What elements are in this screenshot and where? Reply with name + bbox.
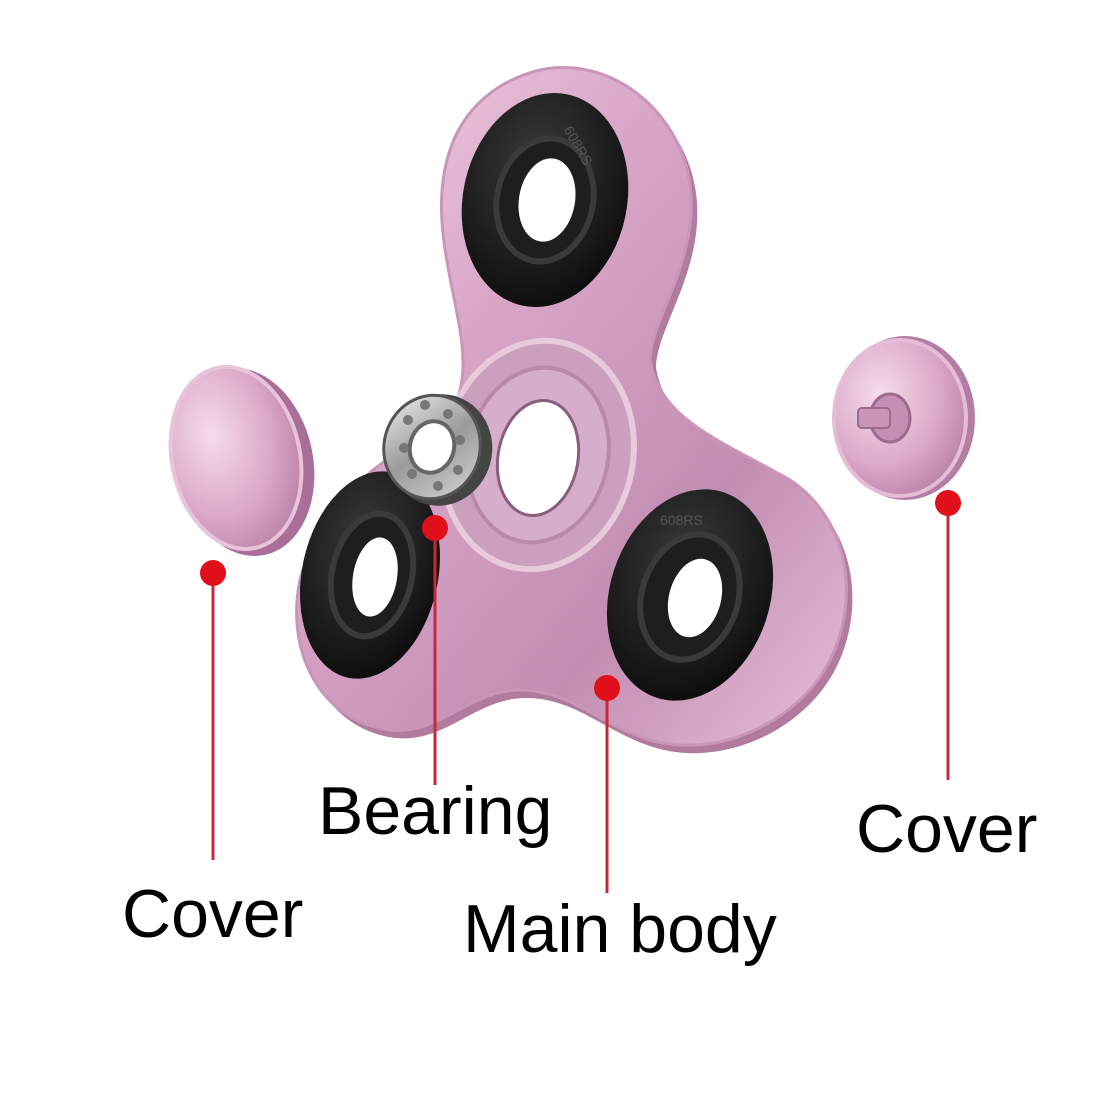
callout-main-body: [594, 675, 620, 893]
label-bearing: Bearing: [318, 773, 553, 849]
top-lobe-bearing: 608RS: [461, 92, 629, 308]
right-cover: [832, 336, 975, 500]
bearing-marking-right: 608RS: [660, 512, 703, 528]
callout-cover-right: [935, 490, 961, 780]
left-cover: [168, 365, 315, 556]
loose-bearing: [382, 393, 493, 506]
label-cover-right: Cover: [856, 791, 1038, 867]
callout-cover-left: [200, 560, 226, 860]
right-lobe-bearing: 608RS: [606, 489, 774, 701]
callout-bearing: [422, 515, 448, 785]
left-lobe-bearing: [299, 471, 441, 679]
label-main-body: Main body: [463, 891, 777, 967]
label-cover-left: Cover: [122, 876, 304, 952]
